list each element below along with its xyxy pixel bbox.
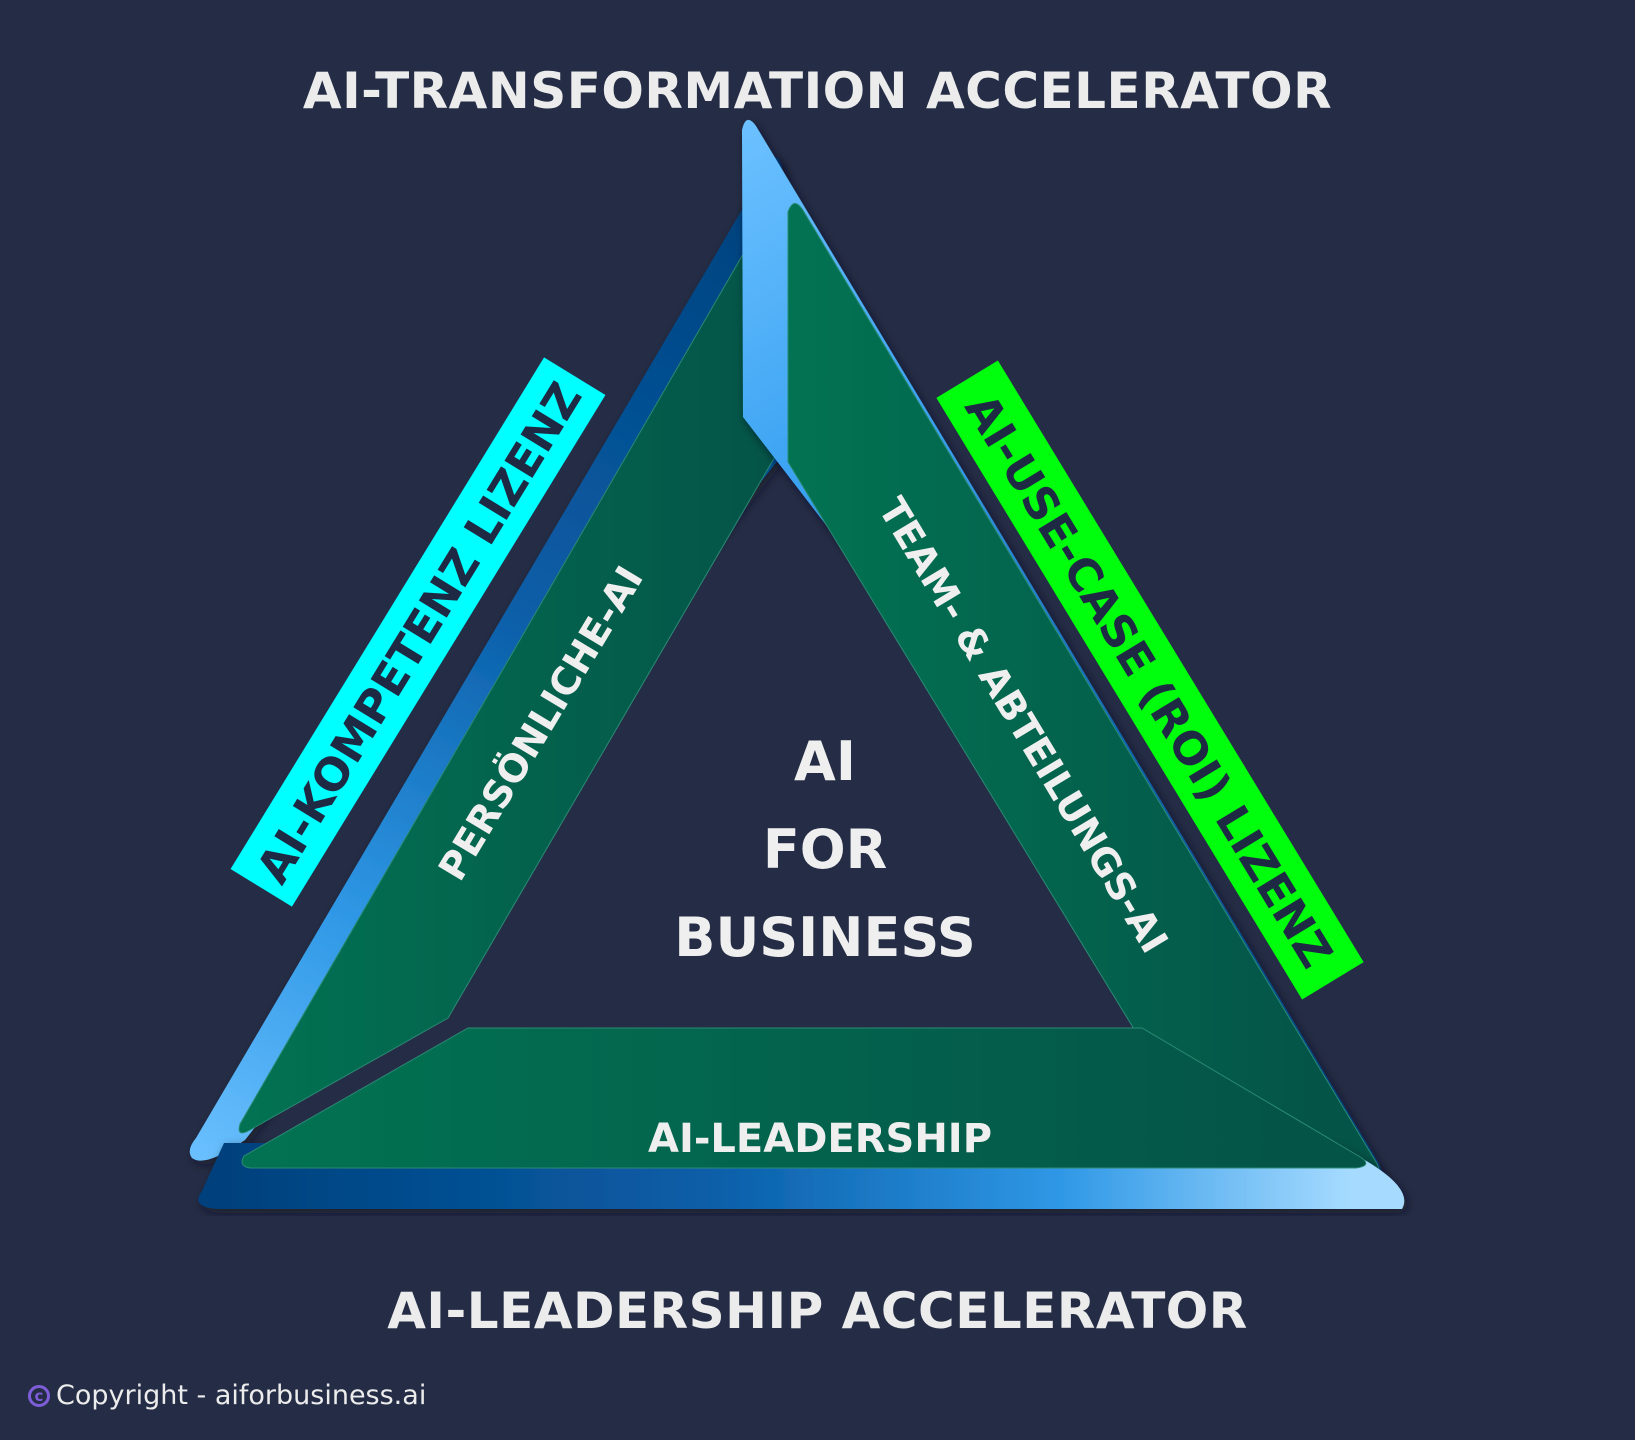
bottom-segment (241, 1027, 1367, 1169)
center-label: AI FOR BUSINESS (640, 718, 1010, 982)
copyright-text: Copyright - aiforbusiness.ai (56, 1380, 427, 1411)
left-edge-band (189, 157, 782, 1161)
bottom-segment-label: AI-LEADERSHIP (648, 1116, 992, 1162)
diagram-title: AI-TRANSFORMATION ACCELERATOR (302, 62, 1333, 120)
copyright-icon: c (28, 1384, 50, 1407)
left-segment (238, 211, 777, 1134)
center-line-2: FOR (762, 818, 888, 881)
center-line-1: AI (794, 730, 856, 793)
bottom-title: AI-LEADERSHIP ACCELERATOR (387, 1282, 1248, 1340)
center-line-3: BUSINESS (674, 906, 976, 969)
copyright-notice: c Copyright - aiforbusiness.ai (28, 1380, 426, 1411)
right-segment (787, 203, 1380, 1173)
